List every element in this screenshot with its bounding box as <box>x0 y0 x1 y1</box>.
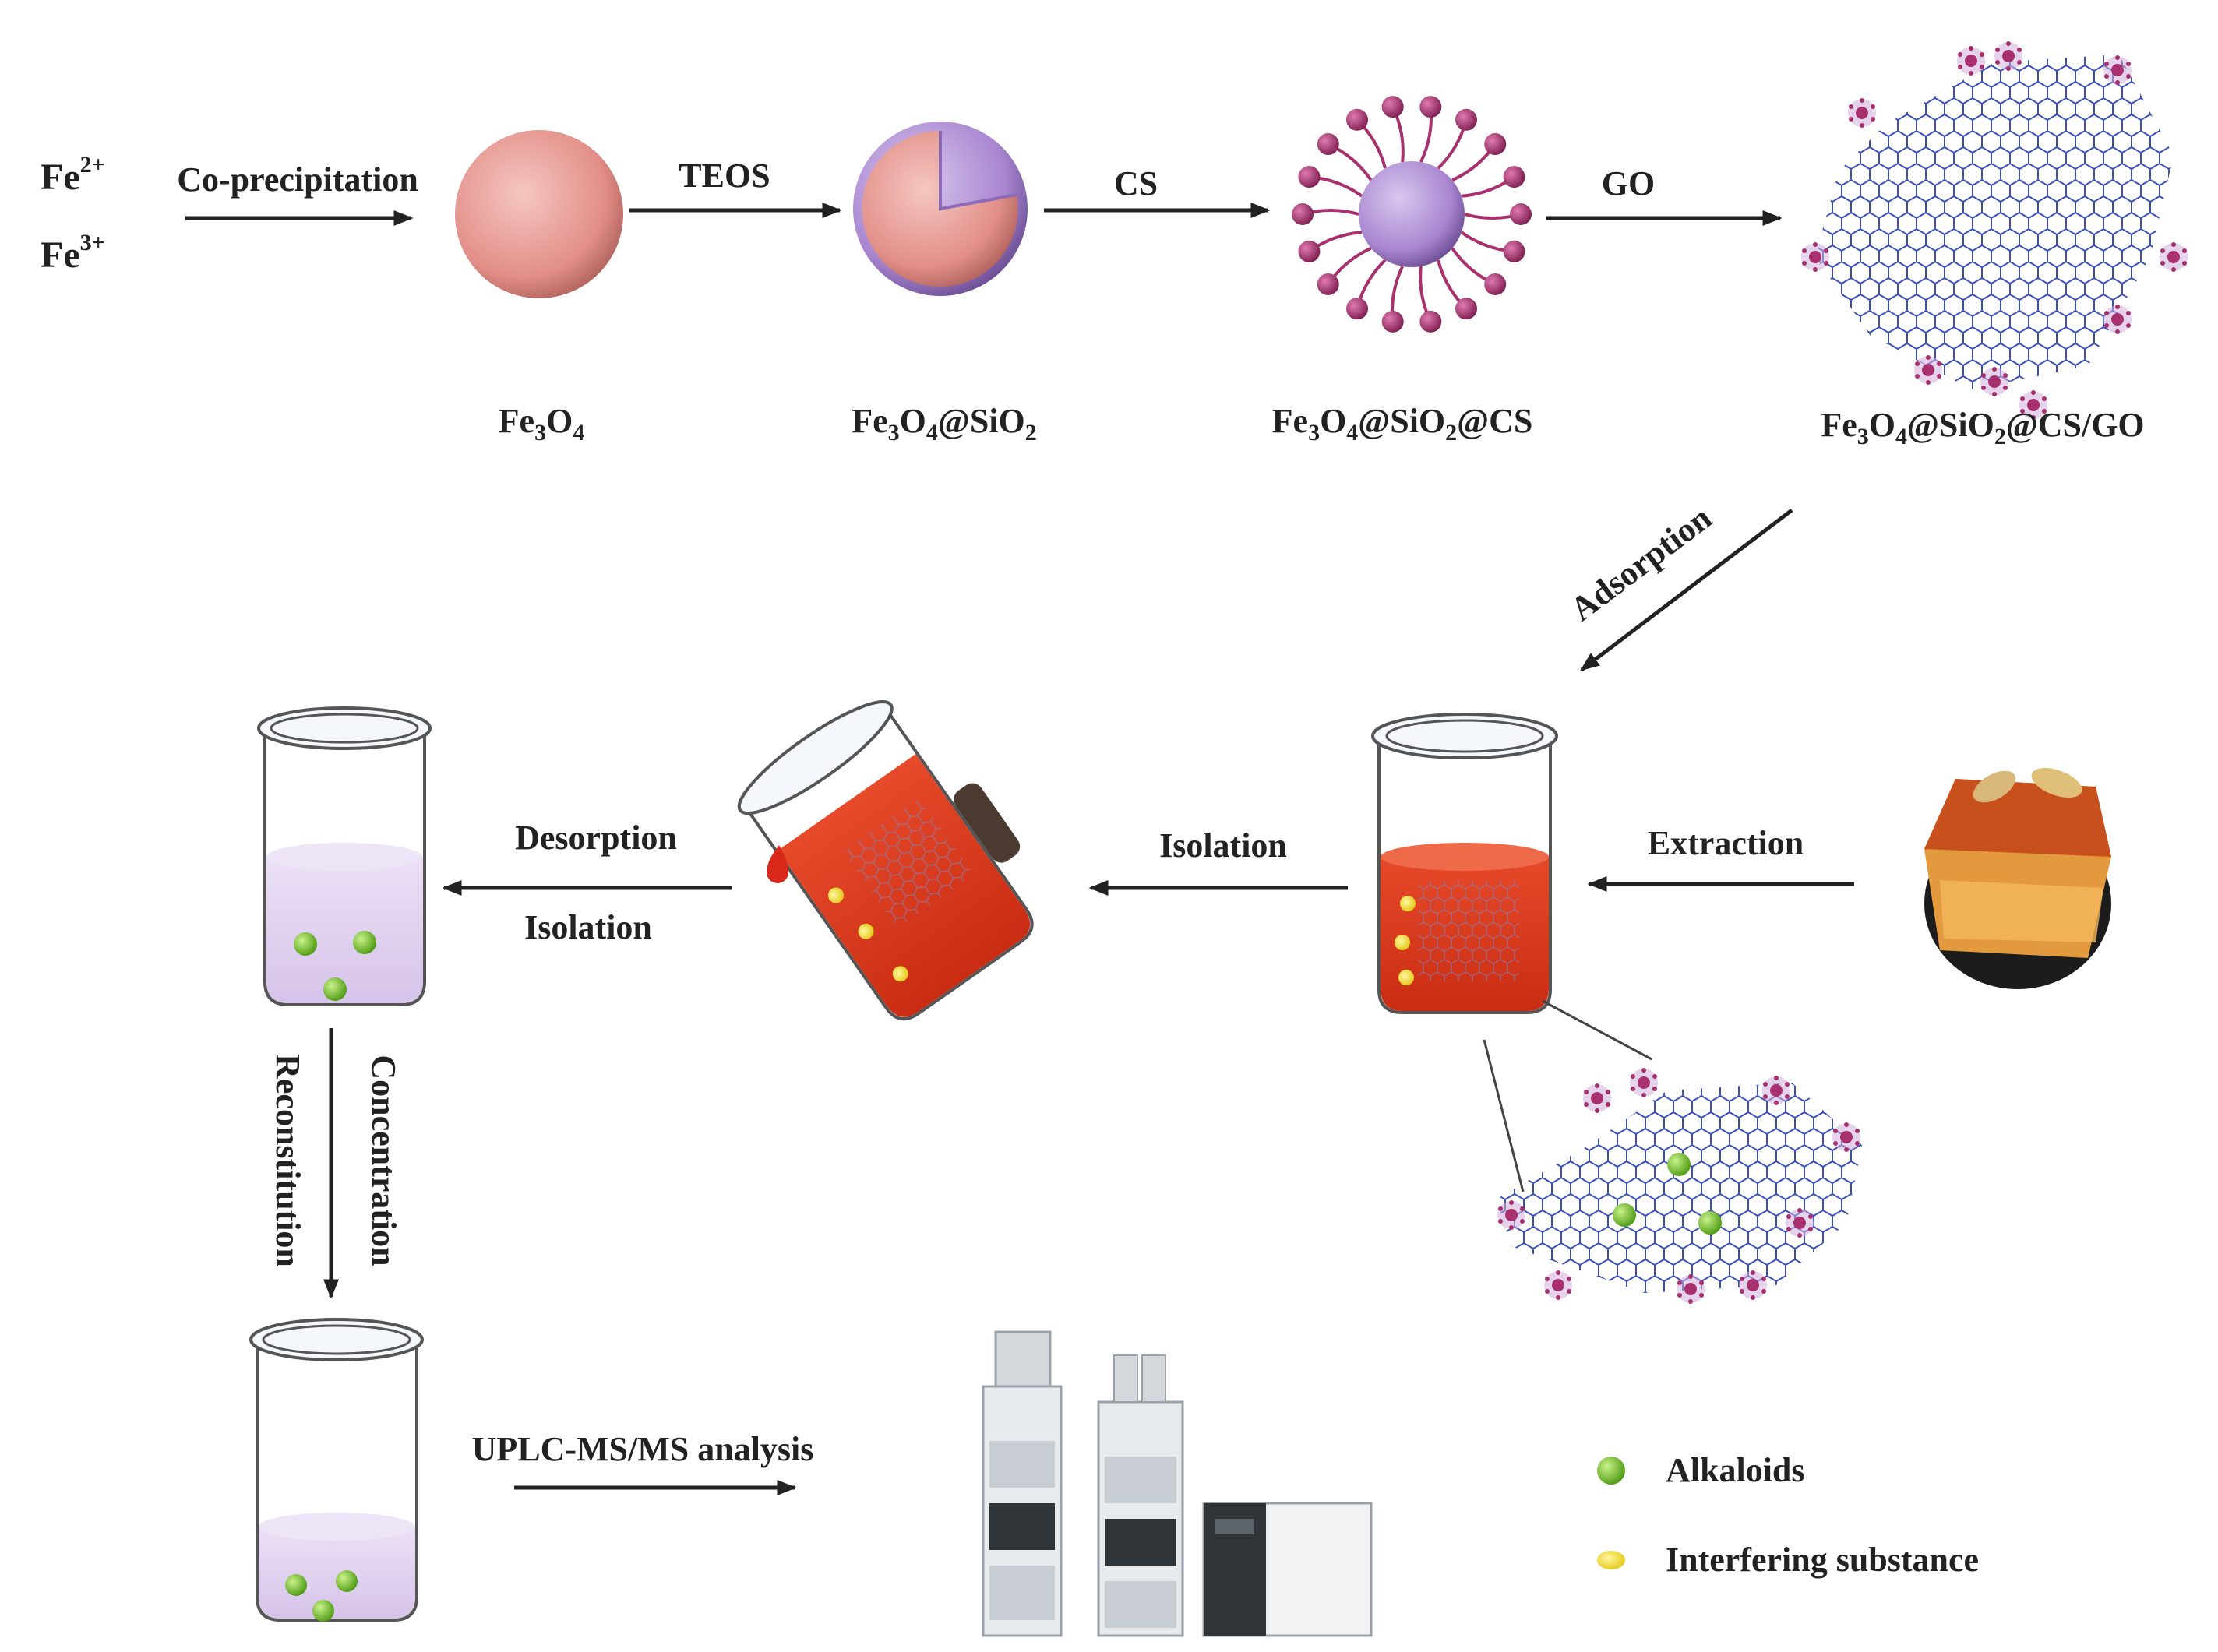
step-label-go: GO <box>1602 164 1655 203</box>
ligand-bead <box>1298 166 1321 188</box>
svg-text:Fe3+: Fe3+ <box>41 230 105 276</box>
graphene-inset-with-alkaloids <box>1496 1068 1862 1304</box>
step-label-desorption: Desorption <box>515 819 677 857</box>
ligand-bead <box>1419 96 1442 118</box>
legend-alkaloid-marker <box>1597 1457 1625 1485</box>
ligand-bead <box>1381 310 1404 333</box>
ligand-bead <box>1455 108 1477 131</box>
fe3o4-sio2-cs-particle <box>1292 96 1532 333</box>
legend: Alkaloids Interfering substance <box>1597 1451 1979 1579</box>
svg-text:Fe2+: Fe2+ <box>41 152 105 198</box>
label-fe3o4-sio2-cs: Fe3O4@SiO2@CS <box>1272 402 1533 446</box>
step-label-cs: CS <box>1114 164 1158 203</box>
legend-interfering-marker <box>1597 1551 1625 1569</box>
ligand-bead <box>1317 133 1339 156</box>
beaker-purple-solution-2 <box>249 1318 424 1622</box>
ligand-bead <box>1510 203 1532 225</box>
arrow-adsorption <box>1580 509 1793 671</box>
food-sample-image <box>1924 767 2111 989</box>
step-label-teos: TEOS <box>679 157 770 195</box>
step-label-reconstitution: Reconstitution <box>269 1054 307 1267</box>
ligand-bead <box>1455 298 1477 320</box>
ligand-bead <box>1503 240 1525 262</box>
zoom-line-1 <box>1542 999 1652 1061</box>
liquid-drop <box>767 845 788 883</box>
tilted-beaker-with-magnet <box>737 700 1034 1021</box>
step-label-uplc: UPLC-MS/MS analysis <box>472 1430 814 1468</box>
step-label-isolation-2: Isolation <box>524 908 652 946</box>
beaker-red-solution <box>1371 713 1558 1014</box>
reactant-fe3: Fe3+ <box>41 230 105 276</box>
label-fe3o4-sio2-cs-go: Fe3O4@SiO2@CS/GO <box>1821 406 2144 449</box>
reactant-fe2: Fe2+ <box>41 152 105 198</box>
ligand-bead <box>1484 273 1507 295</box>
label-fe3o4: Fe3O4 <box>499 402 585 446</box>
step-label-concentration: Concentration <box>365 1055 403 1266</box>
legend-alkaloids-label: Alkaloids <box>1666 1451 1805 1489</box>
step-label-coprecipitation: Co-precipitation <box>177 160 418 199</box>
legend-interfering-label: Interfering substance <box>1666 1541 1979 1579</box>
zoom-line-2 <box>1483 1039 1525 1192</box>
ligand-bead <box>1346 298 1368 320</box>
graphene-oxide-composite <box>1801 41 2188 420</box>
ligand-bead <box>1381 96 1404 118</box>
beaker-purple-solution-1 <box>257 706 432 1006</box>
step-label-isolation: Isolation <box>1159 826 1287 865</box>
ligand-bead <box>1484 133 1507 156</box>
ligand-bead <box>1419 310 1442 333</box>
step-label-extraction: Extraction <box>1648 824 1804 862</box>
ligand-bead <box>1503 166 1525 188</box>
magnet <box>954 783 1021 863</box>
label-fe3o4-sio2: Fe3O4@SiO2 <box>852 402 1037 446</box>
ligand-bead <box>1298 240 1321 262</box>
uplc-ms-ms-instrument <box>982 1330 1373 1637</box>
fe3o4-sio2-core-shell <box>853 122 1028 296</box>
fe3o4-sphere <box>455 130 623 298</box>
ligand-bead <box>1346 108 1368 131</box>
ligand-bead <box>1317 273 1339 295</box>
step-label-adsorption: Adsorption <box>1564 498 1719 629</box>
ligand-bead <box>1292 203 1314 225</box>
